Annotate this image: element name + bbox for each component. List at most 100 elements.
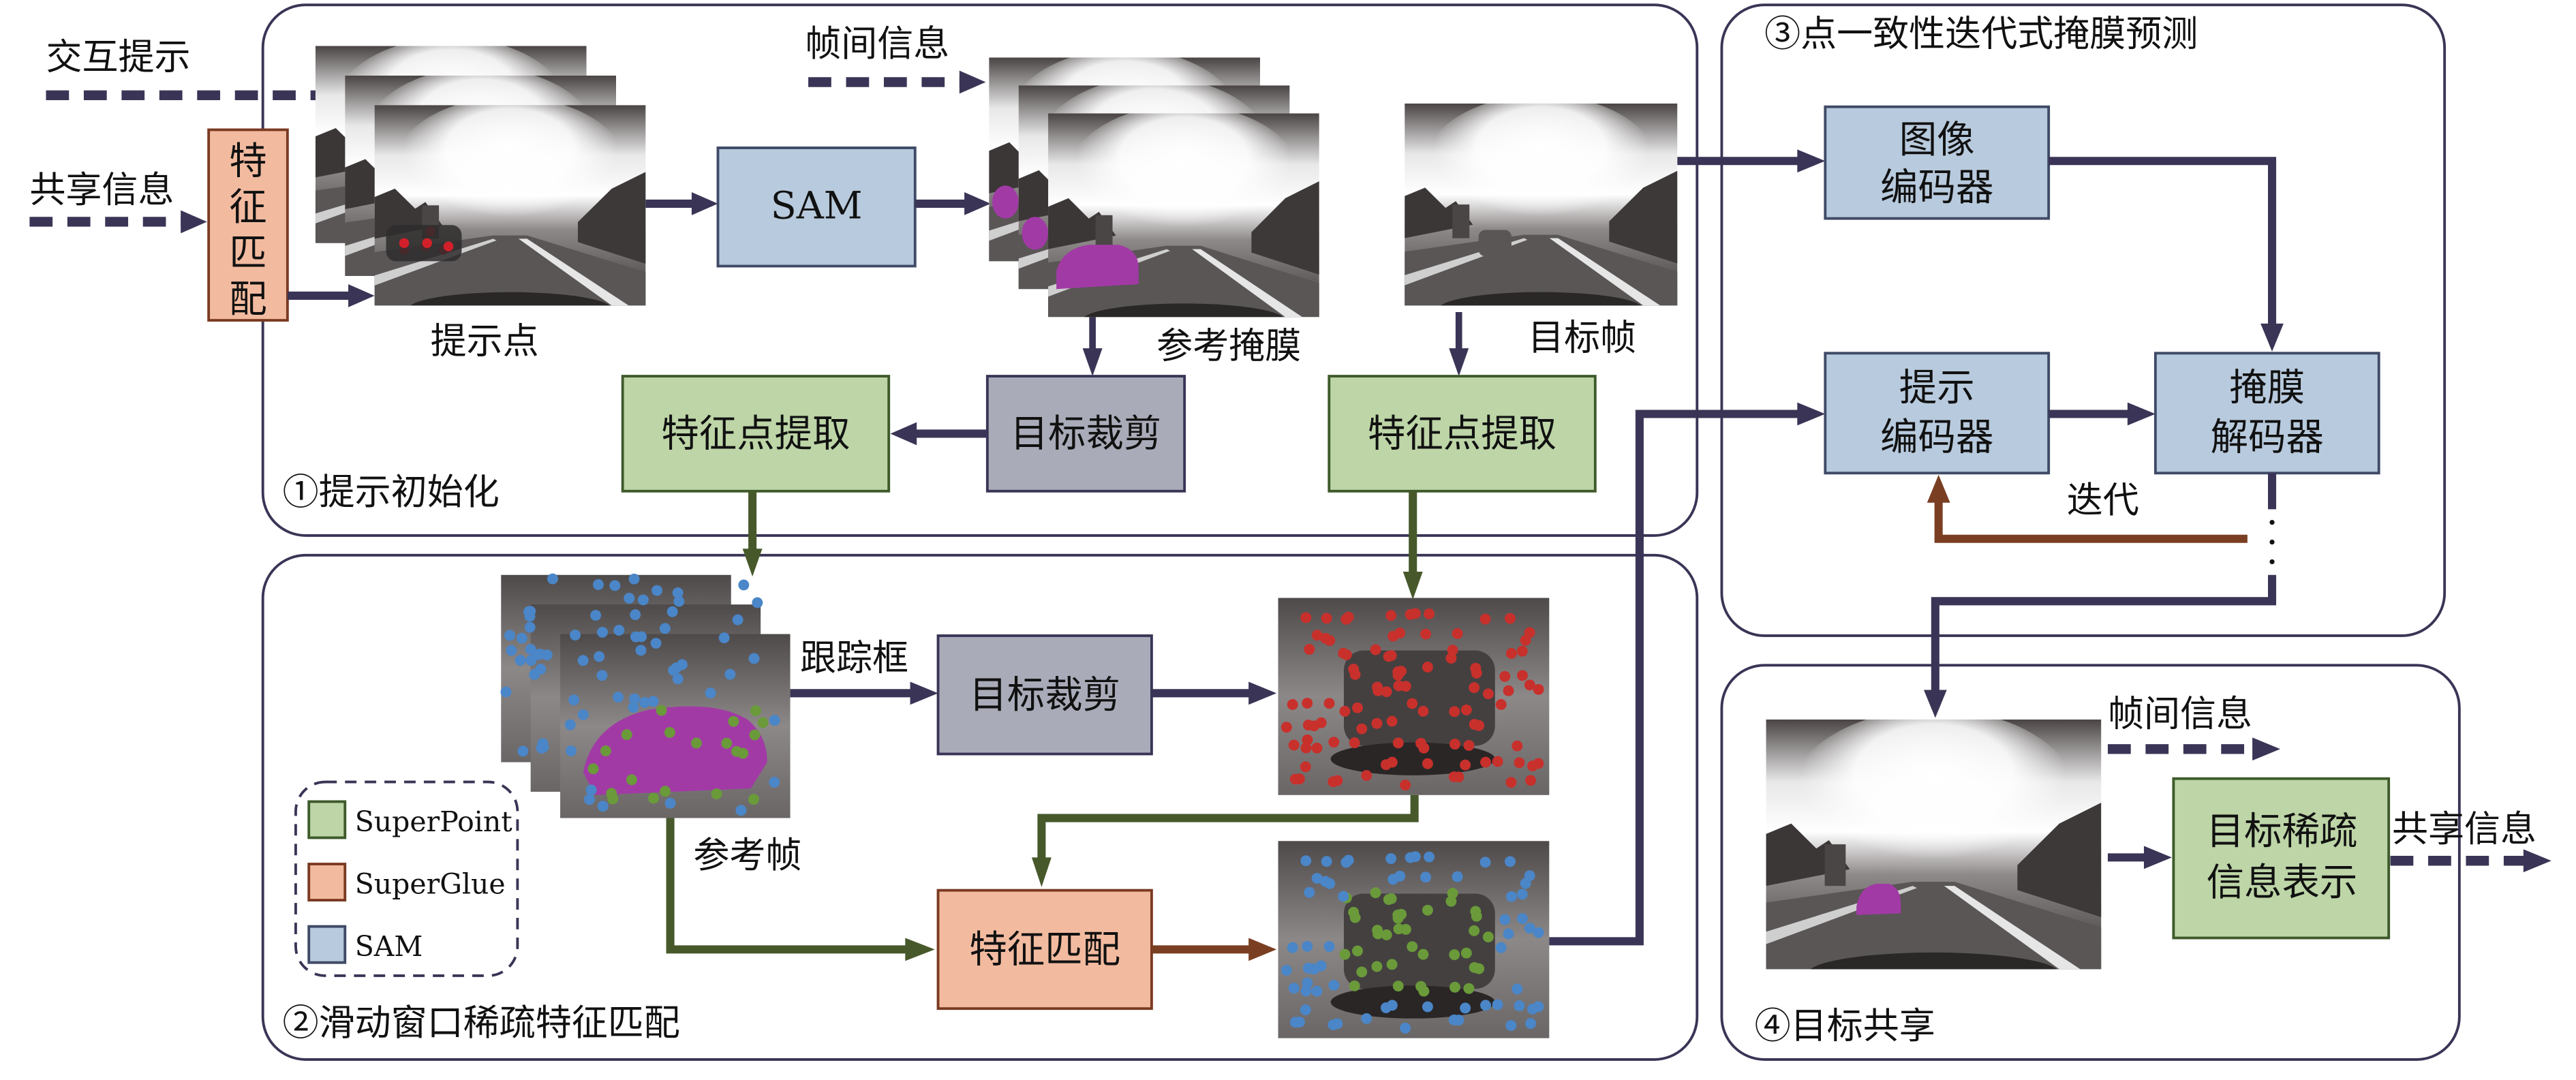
shared-info-input-label: 共享信息: [29, 169, 174, 211]
arrowhead-icon: [181, 210, 207, 234]
prompt-encoder-box[interactable]: [1824, 352, 2051, 475]
matched-feature-points: [1281, 851, 1544, 1034]
blue-point: [1338, 891, 1349, 902]
legend-swatch: [307, 800, 347, 839]
blue-point: [705, 688, 716, 699]
blue-point: [666, 606, 678, 617]
blue-point: [718, 632, 730, 644]
green-point: [1417, 948, 1429, 960]
blue-point: [1340, 857, 1352, 868]
ellipsis-dot: [2269, 520, 2275, 525]
red-point: [1338, 647, 1349, 659]
feature-extract-box-right[interactable]: [1328, 375, 1597, 493]
target-crop-red-points: [1278, 598, 1550, 795]
blue-point: [1300, 1004, 1311, 1016]
target-crop-box-bottom[interactable]: [936, 634, 1153, 756]
legend-label: SuperPoint: [355, 805, 513, 838]
red-point: [1517, 670, 1528, 681]
shared-target-image: [1766, 719, 2102, 970]
blue-point: [1524, 870, 1535, 882]
feature-match-char: 征: [229, 186, 266, 230]
red-point: [1533, 758, 1544, 769]
blue-point: [1328, 1019, 1339, 1031]
arrowhead-icon: [890, 422, 917, 446]
blue-point: [1308, 963, 1320, 975]
blue-point: [1288, 983, 1300, 994]
red-point: [1356, 723, 1368, 735]
blue-point: [1517, 913, 1528, 925]
blue-point: [566, 745, 577, 756]
red-point: [1469, 719, 1480, 730]
red-point: [1533, 683, 1544, 695]
blue-point: [594, 651, 605, 662]
blue-point: [624, 593, 635, 604]
sam-box-label: SAM: [771, 185, 863, 228]
feature-match-box-vertical[interactable]: [207, 128, 289, 322]
green-point: [1449, 981, 1460, 993]
red-point: [1396, 666, 1407, 677]
image-encoder-line2: 编码器: [1880, 166, 1993, 210]
prompt-points-label: 提示点: [431, 320, 539, 362]
green-point: [1370, 887, 1381, 899]
green-point: [1373, 928, 1384, 940]
blue-point: [1311, 873, 1323, 884]
interactive-prompt-label: 交互提示: [46, 35, 190, 78]
blue-point: [613, 625, 625, 636]
feature-extract-right-label: 特征点提取: [1368, 413, 1557, 457]
blue-point: [724, 668, 736, 680]
blue-point: [570, 630, 581, 641]
green-point: [1385, 893, 1397, 904]
prompt-encoder-line2: 编码器: [1880, 416, 1993, 460]
blue-point: [1495, 942, 1507, 953]
blue-point: [529, 668, 540, 680]
red-point: [1304, 644, 1315, 655]
reference-feature-points: [500, 573, 780, 816]
green-point: [1422, 904, 1433, 916]
red-point: [1323, 698, 1335, 709]
inter-frame-info-label: 帧间信息: [805, 22, 949, 65]
red-point: [1371, 718, 1383, 729]
blue-point: [752, 597, 763, 608]
red-point: [1460, 759, 1471, 771]
red-point: [1394, 628, 1406, 639]
red-point: [1300, 612, 1312, 623]
red-point: [1452, 628, 1463, 639]
feature-extract-box-left[interactable]: [621, 375, 891, 493]
sam-box[interactable]: [716, 146, 917, 268]
green-point: [1349, 980, 1360, 991]
arrowhead-icon: [742, 549, 763, 577]
blue-point: [1361, 1013, 1373, 1024]
blue-point: [1480, 1000, 1491, 1011]
green-point: [1371, 961, 1383, 972]
blue-point: [1516, 889, 1528, 900]
red-point: [1525, 775, 1537, 786]
red-point: [1447, 645, 1458, 656]
blue-point: [1533, 927, 1544, 938]
sparse-repr-line2: 信息表示: [2207, 861, 2358, 905]
blue-point: [1394, 870, 1406, 882]
blue-point: [1505, 1020, 1517, 1031]
arrowhead-icon: [2260, 323, 2284, 352]
blue-point: [659, 623, 671, 634]
mask-decoder-line1: 掩膜: [2229, 367, 2305, 410]
red-point: [1370, 644, 1381, 655]
feature-extract-left-label: 特征点提取: [661, 413, 850, 457]
sparse-repr-box[interactable]: [2172, 777, 2391, 940]
red-point: [1445, 653, 1457, 664]
green-point: [1339, 948, 1351, 960]
blue-point: [735, 805, 747, 816]
red-point: [1352, 702, 1363, 713]
image-encoder-box[interactable]: [1824, 105, 2051, 220]
arrowhead-icon: [1082, 348, 1103, 377]
panel3-title: ③点一致性迭代式掩膜预测: [1764, 13, 2198, 55]
feature-match-box-bottom[interactable]: [936, 889, 1153, 1010]
red-point: [1469, 682, 1480, 694]
green-point: [660, 786, 671, 797]
blue-point: [629, 693, 640, 705]
red-point: [1361, 770, 1373, 782]
green-point: [1447, 888, 1458, 899]
mask-decoder-box[interactable]: [2153, 352, 2380, 475]
